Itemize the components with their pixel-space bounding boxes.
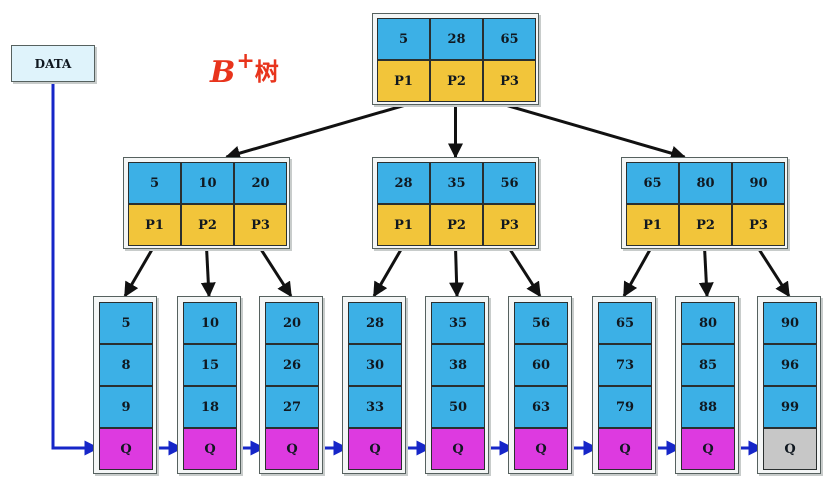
- tree-edge: [372, 246, 404, 298]
- internal-key-cell: 65: [626, 162, 679, 204]
- data-label: DATA: [34, 56, 72, 71]
- leaf-key-cell: 90: [763, 302, 817, 344]
- leaf-key-cell: 56: [514, 302, 568, 344]
- leaf-key-cell: 8: [99, 344, 153, 386]
- internal-key-cell: 20: [234, 162, 287, 204]
- leaf-q-cell: Q: [183, 428, 237, 470]
- tree-edge: [449, 246, 465, 298]
- leaf-key-cell: 9: [99, 386, 153, 428]
- internal-key-cell: 90: [732, 162, 785, 204]
- internal-key-cell: 56: [483, 162, 536, 204]
- leaf-q-cell: Q: [99, 428, 153, 470]
- internal-key-cell: 28: [377, 162, 430, 204]
- root-pointer-cell: P2: [430, 60, 483, 102]
- leaf-q-cell: Q: [431, 428, 485, 470]
- leaf-key-cell: 28: [348, 302, 402, 344]
- internal-pointer-cell: P3: [732, 204, 785, 246]
- internal-key-cell: 10: [181, 162, 234, 204]
- leaf-q-cell: Q: [598, 428, 652, 470]
- leaf-key-cell: 5: [99, 302, 153, 344]
- root-key-cell: 5: [377, 18, 430, 60]
- leaf-key-cell: 63: [514, 386, 568, 428]
- leaf-key-cell: 79: [598, 386, 652, 428]
- leaf-key-cell: 30: [348, 344, 402, 386]
- internal-key-cell: 5: [128, 162, 181, 204]
- tree-edge: [258, 246, 293, 298]
- internal-pointer-cell: P2: [679, 204, 732, 246]
- title-sup: +: [236, 48, 255, 74]
- leaf-q-cell-last: Q: [763, 428, 817, 470]
- internal-pointer-cell: P2: [430, 204, 483, 246]
- leaf-key-cell: 85: [681, 344, 735, 386]
- diagram-title: B+树: [210, 50, 279, 88]
- tree-edge: [756, 246, 791, 298]
- leaf-key-cell: 33: [348, 386, 402, 428]
- internal-key-cell: 80: [679, 162, 732, 204]
- internal-pointer-cell: P3: [483, 204, 536, 246]
- tree-edge: [507, 246, 542, 298]
- leaf-q-cell: Q: [514, 428, 568, 470]
- title-suffix: 树: [254, 58, 279, 86]
- tree-edge: [698, 246, 714, 298]
- data-to-leaf-link: [51, 82, 100, 456]
- tree-edge: [498, 101, 686, 161]
- leaf-key-cell: 18: [183, 386, 237, 428]
- title-main: B: [210, 55, 236, 90]
- leaf-key-cell: 60: [514, 344, 568, 386]
- leaf-key-cell: 73: [598, 344, 652, 386]
- leaf-key-cell: 15: [183, 344, 237, 386]
- leaf-key-cell: 26: [265, 344, 319, 386]
- tree-edge: [200, 246, 216, 298]
- leaf-key-cell: 20: [265, 302, 319, 344]
- internal-pointer-cell: P1: [626, 204, 679, 246]
- leaf-q-cell: Q: [265, 428, 319, 470]
- root-key-cell: 28: [430, 18, 483, 60]
- leaf-key-cell: 38: [431, 344, 485, 386]
- root-pointer-cell: P1: [377, 60, 430, 102]
- leaf-key-cell: 65: [598, 302, 652, 344]
- leaf-key-cell: 10: [183, 302, 237, 344]
- leaf-key-cell: 88: [681, 386, 735, 428]
- leaf-key-cell: 50: [431, 386, 485, 428]
- tree-edges: [123, 101, 791, 298]
- leaf-key-cell: 96: [763, 344, 817, 386]
- tree-edge: [123, 246, 155, 298]
- root-key-cell: 65: [483, 18, 536, 60]
- internal-pointer-cell: P2: [181, 204, 234, 246]
- leaf-q-cell: Q: [348, 428, 402, 470]
- internal-key-cell: 35: [430, 162, 483, 204]
- leaf-key-cell: 99: [763, 386, 817, 428]
- leaf-q-cell: Q: [681, 428, 735, 470]
- tree-edge: [622, 246, 653, 298]
- internal-pointer-cell: P1: [377, 204, 430, 246]
- leaf-key-cell: 27: [265, 386, 319, 428]
- leaf-key-cell: 80: [681, 302, 735, 344]
- data-box: DATA: [11, 45, 95, 82]
- internal-pointer-cell: P3: [234, 204, 287, 246]
- root-pointer-cell: P3: [483, 60, 536, 102]
- internal-pointer-cell: P1: [128, 204, 181, 246]
- leaf-key-cell: 35: [431, 302, 485, 344]
- tree-edge: [225, 101, 413, 161]
